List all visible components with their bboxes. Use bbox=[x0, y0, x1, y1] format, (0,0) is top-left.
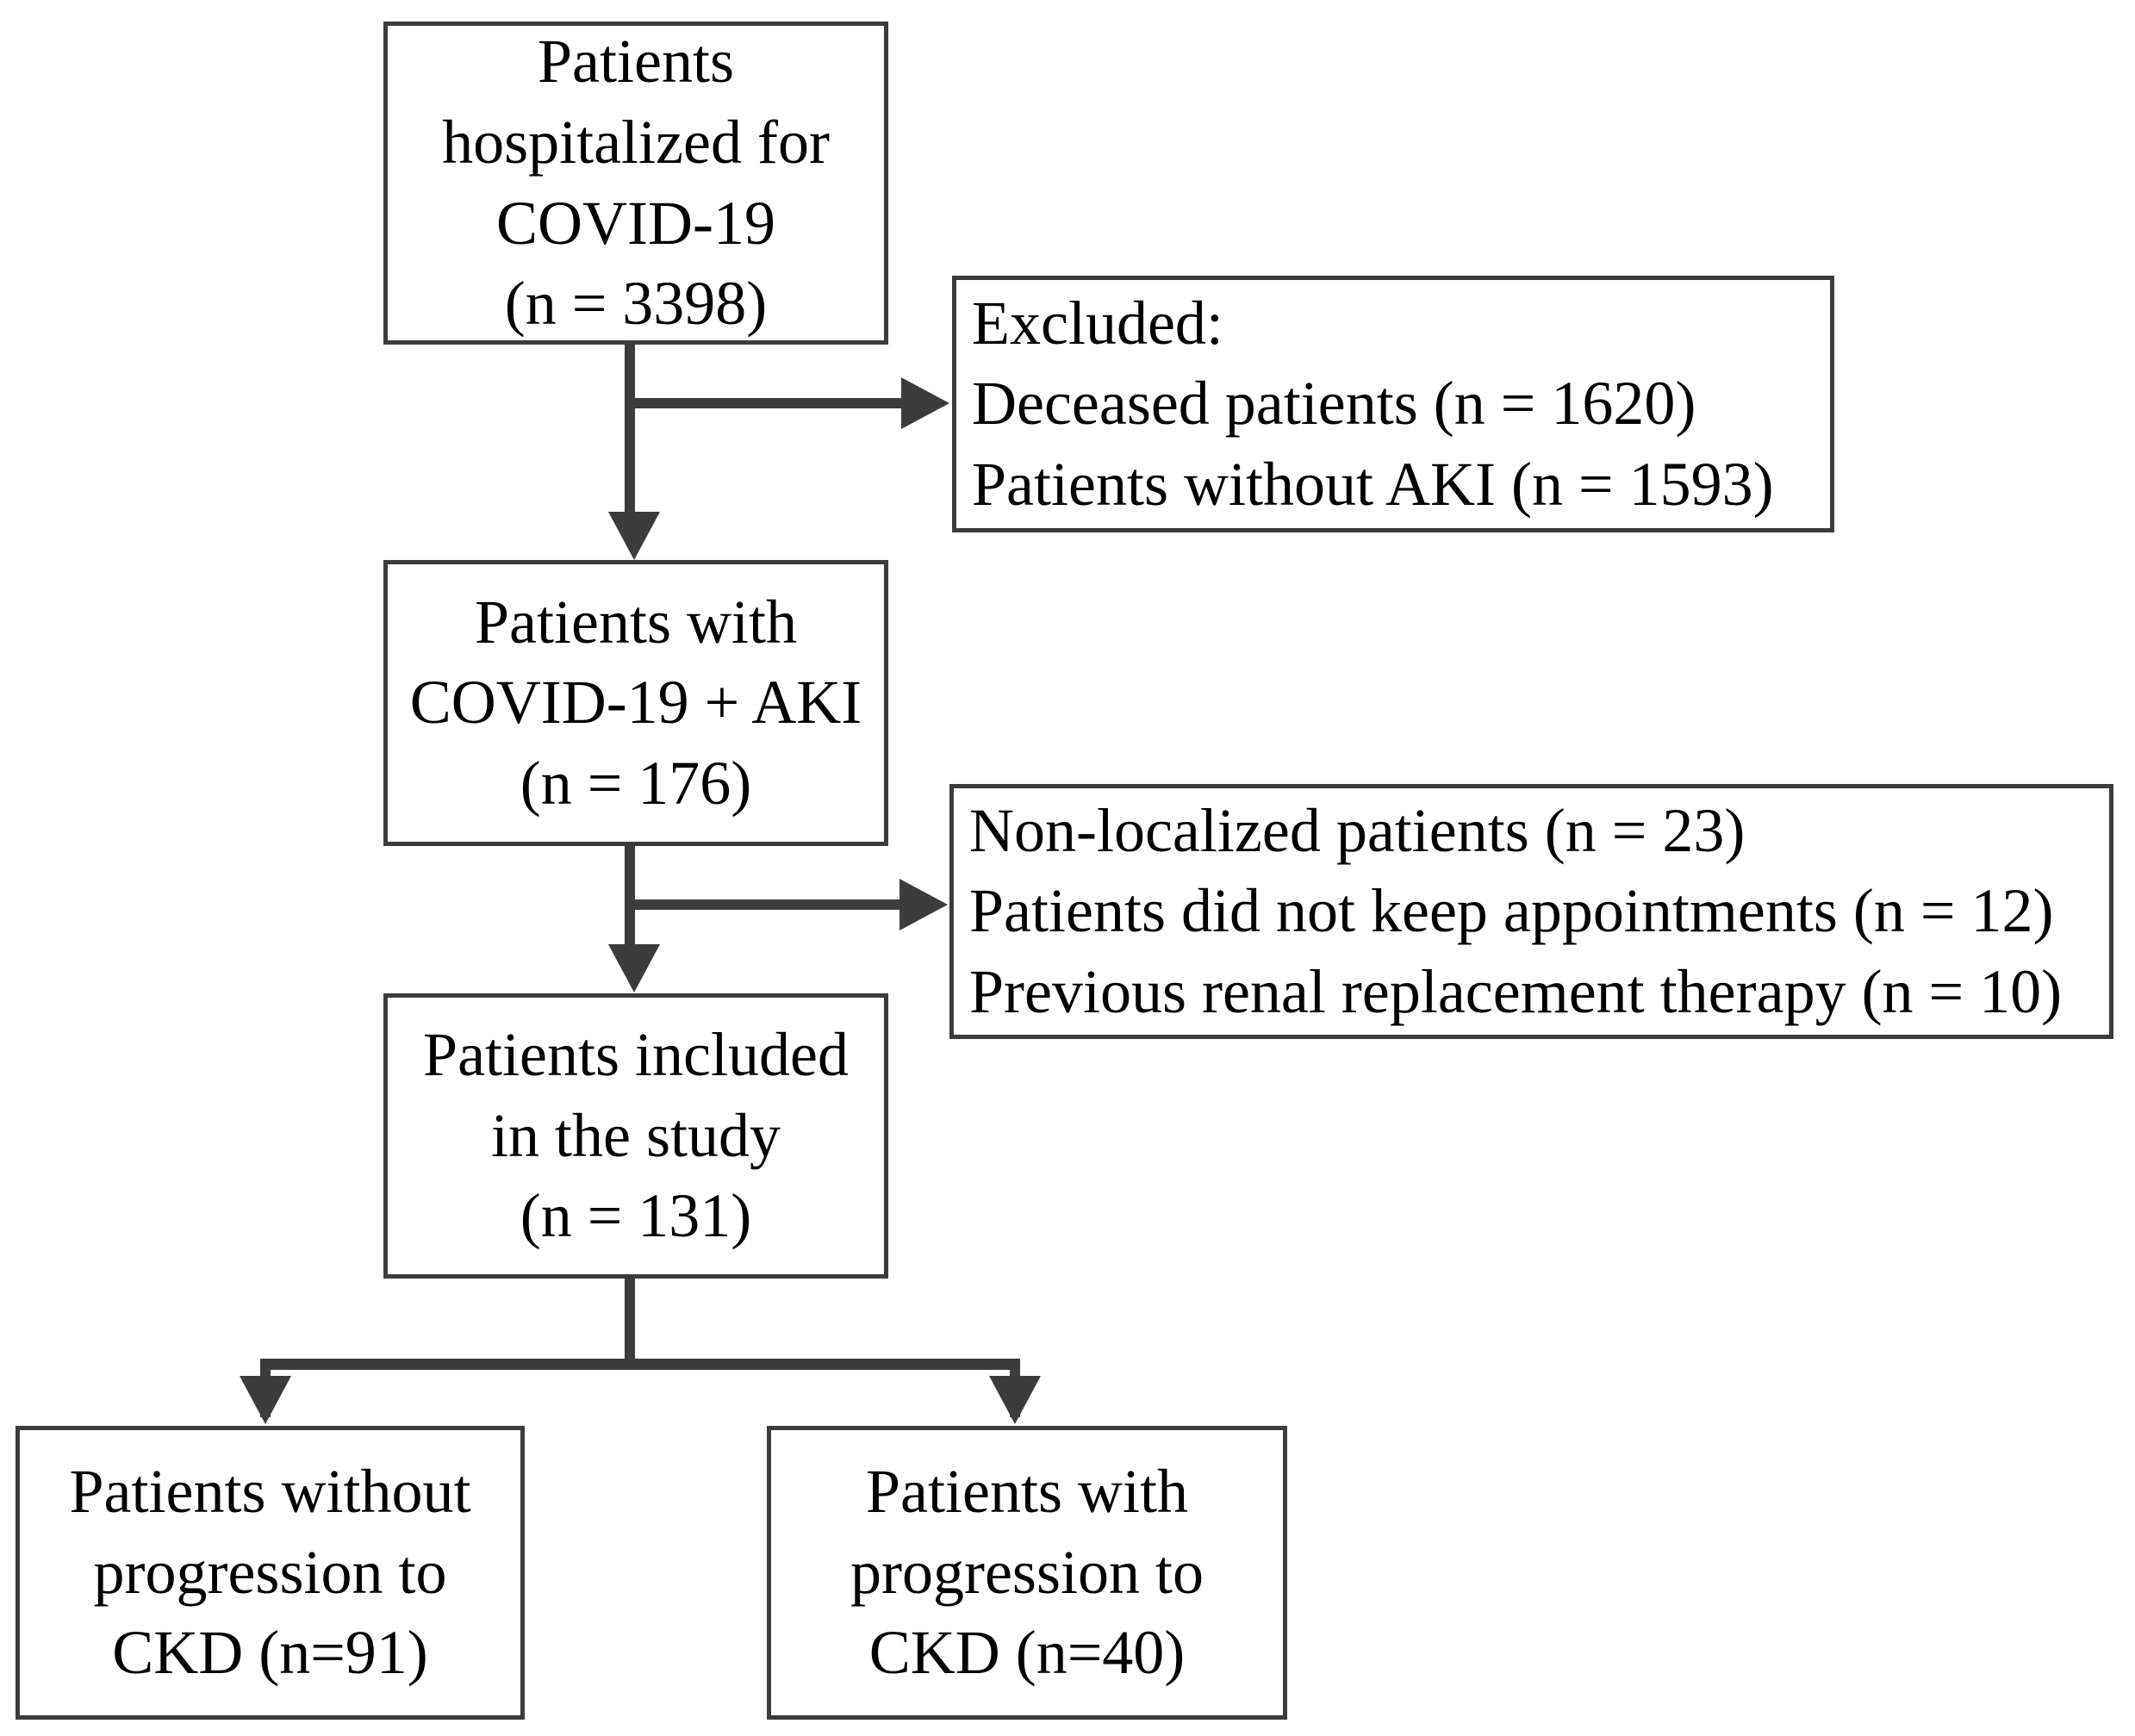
node-text-line: (n = 176) bbox=[520, 748, 752, 818]
node-text-line: in the study bbox=[491, 1100, 781, 1170]
node-text-line: COVID-19 + AKI bbox=[409, 668, 862, 737]
node-text-line: Patients with bbox=[475, 587, 797, 656]
node-text-line: Excluded: bbox=[972, 288, 1223, 358]
arrowhead-down-icon bbox=[608, 512, 660, 560]
connector-included-to-split bbox=[625, 1276, 635, 1366]
arrowhead-down-icon bbox=[240, 1376, 291, 1424]
node-text-line: Patients with bbox=[866, 1457, 1188, 1527]
node-text-line: Patients without AKI (n = 1593) bbox=[972, 449, 1774, 519]
node-text-line: Patients did not keep appointments (n = … bbox=[969, 876, 2054, 946]
node-text-line: (n = 131) bbox=[520, 1181, 752, 1251]
arrowhead-right-icon bbox=[899, 879, 948, 930]
arrowhead-down-icon bbox=[608, 944, 660, 992]
node-text-line: Previous renal replacement therapy (n = … bbox=[969, 956, 2063, 1026]
node-text-line: progression to bbox=[93, 1537, 447, 1607]
node-text-line: Patients included bbox=[423, 1020, 849, 1090]
node-text-line: Patients without bbox=[69, 1457, 471, 1527]
connector-split-bar bbox=[260, 1359, 1020, 1370]
arrowhead-right-icon bbox=[901, 377, 949, 429]
connector-hospitalized-to-aki bbox=[625, 343, 635, 515]
node-excluded-first: Excluded: Deceased patients (n = 1620) P… bbox=[952, 276, 1834, 532]
node-text-line: CKD (n=91) bbox=[112, 1618, 428, 1688]
node-excluded-second: Non-localized patients (n = 23) Patients… bbox=[949, 784, 2113, 1039]
arrowhead-down-icon bbox=[989, 1376, 1041, 1424]
node-patients-hospitalized: Patients hospitalized for COVID-19 (n = … bbox=[383, 22, 888, 345]
node-text-line: progression to bbox=[850, 1537, 1204, 1607]
node-patients-included: Patients included in the study (n = 131) bbox=[383, 993, 888, 1279]
node-text-line: COVID-19 bbox=[496, 188, 775, 258]
node-text-line: Deceased patients (n = 1620) bbox=[972, 369, 1696, 439]
node-patients-without-progression: Patients without progression to CKD (n=9… bbox=[16, 1426, 525, 1720]
node-text-line: CKD (n=40) bbox=[868, 1618, 1186, 1688]
connector-branch-to-excluded-1 bbox=[630, 398, 906, 408]
connector-branch-to-excluded-2 bbox=[630, 899, 904, 910]
node-patients-with-progression: Patients with progression to CKD (n=40) bbox=[767, 1426, 1287, 1720]
node-text-line: hospitalized for bbox=[442, 107, 830, 177]
node-text-line: Patients bbox=[538, 27, 734, 96]
node-text-line: (n = 3398) bbox=[504, 269, 768, 339]
connector-aki-to-included bbox=[625, 843, 635, 948]
node-patients-covid-aki: Patients with COVID-19 + AKI (n = 176) bbox=[383, 560, 888, 846]
node-text-line: Non-localized patients (n = 23) bbox=[969, 795, 1746, 865]
